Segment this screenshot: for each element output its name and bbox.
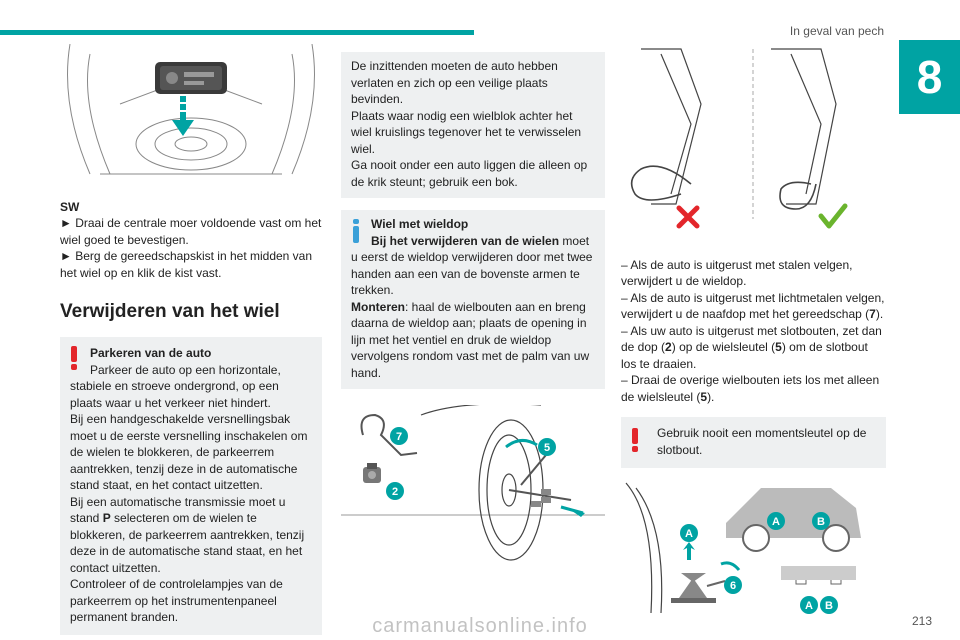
check-icon [818,203,848,229]
callout-6: 6 [730,580,736,592]
warning-title: Parkeren van de auto [90,346,212,360]
info-title: Wiel met wieldop [371,217,469,231]
safety-box: De inzittenden moeten de auto hebben ver… [341,52,605,198]
rotation-arrow-icon [505,439,538,449]
info-icon [353,219,359,243]
callout-7: 7 [396,431,402,443]
column-middle: De inzittenden moeten de auto hebben ver… [341,52,605,580]
info-sub-bold: Bij het verwijderen van de wielen [371,233,560,248]
step-4-a: – Draai de overige wielbouten iets los m… [621,373,880,404]
sill-detail-icon [781,566,856,585]
step-1: – Als de auto is uitgerust met stalen ve… [621,257,853,289]
step-2-num: 7 [869,307,876,321]
step-2-a: – Als de auto is uitgerust met lichtmeta… [621,290,885,322]
warning-text-4: Controleer of de controlelampjes van de … [70,577,283,624]
info-text-1: Bij het verwijderen van de wielen moet u… [351,233,595,299]
callout-a-car: A [772,516,780,528]
section-heading: Verwijderen van het wiel [60,301,280,322]
step-3-a: – Als uw auto is uitgerust met slotboute… [621,323,882,355]
column-left: SW ► Draai de centrale moer voldoende va… [60,43,322,635]
jack-points-illustration: A B A 6 A B [621,478,886,618]
wheel-bolts-icon [531,489,551,507]
tool-correct-icon [779,181,817,210]
crank-arrow-icon [720,561,741,571]
info-text-2: Monteren: haal de wielbouten aan en bren… [351,299,595,382]
info-mount-bold: Monteren [351,299,405,314]
toolbox-icon [155,62,227,94]
car-silhouette-icon [726,488,861,552]
section-title: In geval van pech [789,24,884,38]
wheel-icon [420,403,544,561]
wheel-rim-right-icon [771,48,837,205]
top-accent-bar [0,30,474,35]
gear-p-label: P [102,511,111,525]
step-3-b: ) om de slotbout los te draaien. [621,340,868,371]
tool-correct-incorrect-illustration [621,44,886,244]
step-2: – Als de auto is uitgerust met lichtmeta… [621,290,886,323]
step-4-b: ). [707,389,715,404]
lock-bolt-socket-icon [363,463,381,483]
warning-text-2: Bij een handgeschakelde versnellingsbak … [70,412,308,492]
sw-step-2: ► Berg de gereedschapskist in het midden… [60,249,313,280]
warning-exclamation-icon [71,346,77,370]
up-arrow-icon [683,542,695,560]
tool-wrong-icon [630,165,692,201]
wheel-removal-illustration: 7 2 5 [341,403,605,575]
page-number: 213 [911,614,932,628]
info-mount-rest: : haal de wielbouten aan en breng daarna… [351,299,590,380]
warning-text-1: Parkeer de auto op een horizontale, stab… [70,362,281,410]
step-4: – Draai de overige wielbouten iets los m… [621,372,886,405]
warning-exclamation-icon [632,428,638,452]
down-arrow-icon [172,96,194,136]
callout-a-sill: A [805,600,813,612]
column-right: – Als de auto is uitgerust met stalen ve… [621,44,886,623]
car-wheel-icon [625,482,663,614]
info-box: Wiel met wieldop Bij het verwijderen van… [341,210,605,389]
cross-icon [676,205,700,229]
step-3: – Als uw auto is uitgerust met slotboute… [621,323,886,373]
callout-5-circle [538,438,556,456]
warning-text-3-b: selecteren om de wielen te blokkeren, de… [70,511,305,575]
callout-a-jack: A [685,528,693,540]
step-2-b: ). [875,307,884,321]
step-3-num1: 2 [665,340,672,354]
step-3-mid: ) op de wielsleutel ( [671,340,776,354]
sw-step-1: ► Draai de centrale moer voldoende vast … [60,216,322,247]
wheel-rim-left-icon [641,48,702,205]
callout-7-circle [390,427,408,445]
parking-warning-box: Parkeren van de auto Parkeer de auto op … [60,337,322,635]
torque-warning-box: Gebruik nooit een momentsleutel op de sl… [621,417,886,468]
lug-wrench-icon [508,454,572,501]
trunk-toolbox-illustration [60,43,322,184]
step-4-num: 5 [700,389,708,404]
sw-title: SW [60,199,80,214]
jack-icon [671,573,726,603]
callout-b-car: B [817,516,825,528]
step-3-num2: 5 [775,340,782,354]
warning-text-3-a: Bij een automatische transmissie moet u … [70,494,286,526]
torque-warning-text: Gebruik nooit een momentsleutel op de sl… [657,426,867,457]
safety-text: De inzittenden moeten de auto hebben ver… [351,59,588,189]
callout-b-sill: B [825,600,833,612]
hubcap-tool-icon [360,413,418,457]
warning-text-3: Bij een automatische transmissie moet u … [70,494,312,577]
callout-2: 2 [392,486,398,498]
callout-5: 5 [544,442,550,454]
callout-2-circle [386,482,404,500]
watermark: carmanualsonline.info [372,615,588,637]
info-sub-rest: moet u eerst de wieldop verwijderen door… [351,233,593,298]
chapter-tab: 8 [899,40,960,114]
